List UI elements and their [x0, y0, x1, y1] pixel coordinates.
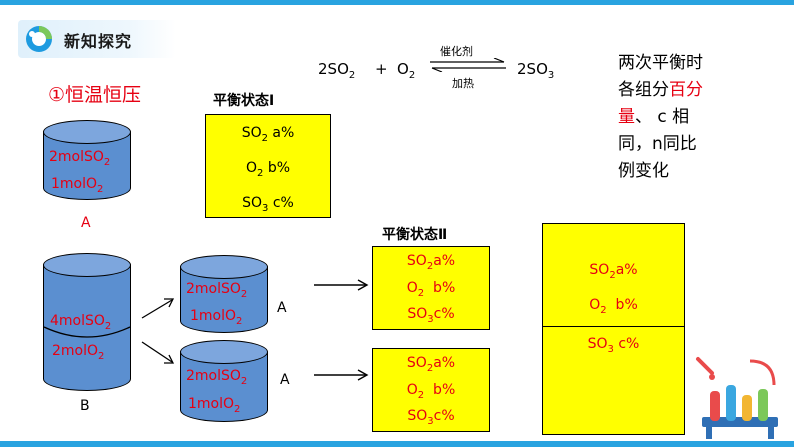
combined-o2: O2 b%: [589, 297, 638, 316]
side-note-line-4: 同，n同比: [618, 134, 697, 154]
combined-so3: SO3 c%: [587, 336, 640, 355]
catalyst-label: 催化剂: [440, 45, 473, 58]
state2-box-1-so3: SO3c%: [407, 306, 455, 325]
state2-box-1-so2: SO2a%: [406, 253, 456, 272]
split-arrows-icon: [141, 298, 175, 364]
side-note-line-5: 例变化: [618, 161, 669, 181]
state2-box-2: SO2a% O2 b% SO3c%: [372, 348, 490, 432]
side-note-line-1: 两次平衡时: [618, 53, 703, 73]
equilibrium-arrows-icon: [430, 58, 506, 72]
cylinder-a: 2molSO2 1molO2: [43, 120, 131, 200]
split-cylinder-2-top: [180, 340, 268, 364]
state2-box-2-o2: O2 b%: [406, 382, 456, 401]
arrow-right-icon: [314, 369, 369, 381]
case-title: ①恒温恒压: [48, 84, 142, 106]
side-note-line-3: 量、 c 相: [618, 107, 690, 127]
cylinder-a-so2: 2molSO2: [49, 149, 111, 168]
cylinder-a-label: A: [81, 215, 91, 231]
split-cylinder-1: 2molSO2 1molO2: [180, 255, 268, 333]
state1-so3-line: SO3 c%: [242, 195, 294, 214]
split-cylinder-2-o2: 1molO2: [188, 396, 241, 415]
state1-so2-line: SO2 a%: [241, 125, 295, 144]
reactant-so2: 2SO2: [318, 60, 356, 81]
cylinder-b: 4molSO2 2molO2: [43, 253, 131, 391]
split-cylinder-2-label: A: [280, 372, 290, 388]
reactant-o2: O2: [397, 60, 416, 81]
combined-box: SO2a% O2 b% SO3 c%: [542, 223, 685, 435]
top-accent-strip: [0, 0, 794, 5]
cylinder-b-so2: 4molSO2: [50, 313, 112, 332]
split-cylinder-1-o2: 1molO2: [190, 308, 243, 327]
state2-box-1-o2: O2 b%: [406, 280, 456, 299]
side-note: 两次平衡时 各组分百分 量、 c 相 同，n同比 例变化: [618, 50, 703, 185]
plus-sign: +: [375, 60, 388, 78]
split-cylinder-1-top: [180, 255, 268, 279]
condition-label: 加热: [452, 77, 474, 90]
cylinder-b-o2: 2molO2: [52, 343, 105, 362]
cylinder-b-divider: [43, 326, 131, 338]
state1-label: 平衡状态Ⅰ: [213, 93, 275, 109]
split-cylinder-1-so2: 2molSO2: [186, 281, 248, 300]
state1-box: SO2 a% O2 b% SO3 c%: [205, 114, 331, 218]
state1-o2-line: O2 b%: [245, 160, 291, 179]
state2-box-2-so3: SO3c%: [407, 408, 455, 427]
side-note-line-2: 各组分百分: [618, 80, 703, 100]
cylinder-b-label: B: [80, 398, 90, 414]
split-cylinder-2: 2molSO2 1molO2: [180, 340, 268, 422]
bottom-accent-strip: [0, 441, 794, 447]
lab-equipment-icon: [696, 357, 778, 439]
state2-box-1: SO2a% O2 b% SO3c%: [372, 246, 490, 330]
cylinder-a-o2: 1molO2: [51, 176, 104, 195]
cylinder-a-top: [43, 120, 131, 144]
cylinder-b-body: [43, 265, 131, 391]
arrow-right-icon: [314, 279, 369, 291]
combined-so2: SO2a%: [589, 262, 638, 281]
combined-box-divider: [543, 326, 684, 327]
split-cylinder-2-so2: 2molSO2: [186, 368, 248, 387]
cylinder-b-top: [43, 253, 131, 277]
product-so3: 2SO3: [517, 60, 555, 81]
page-title: 新知探究: [64, 32, 133, 51]
state2-label: 平衡状态Ⅱ: [382, 227, 448, 243]
split-cylinder-1-label: A: [277, 300, 287, 316]
state2-box-2-so2: SO2a%: [406, 355, 456, 374]
logo-icon: [26, 26, 52, 52]
